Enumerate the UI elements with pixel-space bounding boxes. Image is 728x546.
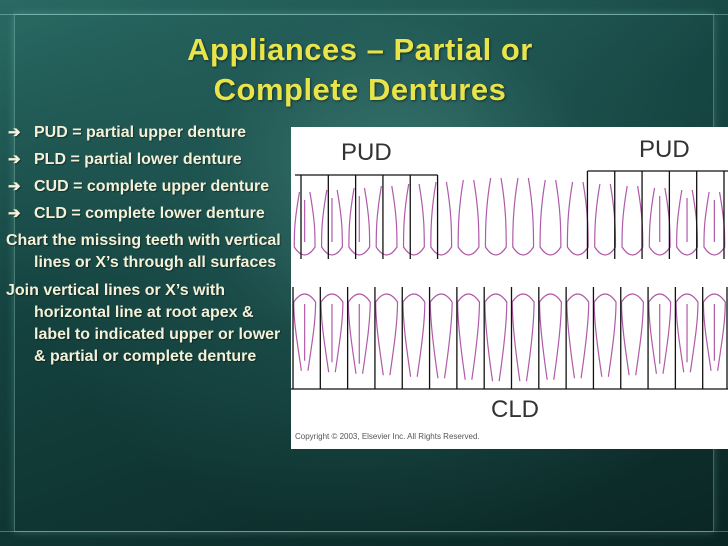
lower-tooth-outline xyxy=(702,293,726,371)
upper-teeth-row xyxy=(293,177,726,256)
bullet-list: ➔ PUD = partial upper denture ➔ PLD = pa… xyxy=(6,122,288,374)
lower-tooth-outline xyxy=(593,293,617,377)
lower-tooth-outline xyxy=(457,293,481,380)
slide-title: Appliances – Partial or Complete Denture… xyxy=(100,30,620,110)
label-pud-left: PUD xyxy=(341,139,392,166)
bullet-item: ➔ PUD = partial upper denture xyxy=(6,122,288,144)
upper-tooth-outline xyxy=(293,191,316,256)
lower-tooth-outline xyxy=(648,293,672,374)
bullet-item: ➔ CUD = complete upper denture xyxy=(6,176,288,198)
upper-tooth-outline xyxy=(484,177,507,256)
chart-markings xyxy=(291,170,728,390)
arrow-icon: ➔ xyxy=(8,151,21,168)
instruction-paragraph: Chart the missing teeth with vertical li… xyxy=(6,232,281,271)
lower-tooth-outline xyxy=(347,293,371,374)
instruction-paragraph: Join vertical lines or X’s with horizont… xyxy=(6,282,281,365)
dental-chart-drawing: PUD PUD CLD Copyright © 2003, Elsevier I… xyxy=(291,136,728,441)
lower-tooth-outline xyxy=(538,293,562,380)
upper-tooth-outline xyxy=(594,183,617,256)
upper-tooth-outline xyxy=(512,177,535,256)
lower-tooth-outline xyxy=(402,293,426,377)
upper-tooth-outline xyxy=(320,189,343,256)
bullet-text: PLD = partial lower denture xyxy=(34,151,242,168)
label-cld: CLD xyxy=(491,396,539,423)
lower-tooth-outline xyxy=(375,293,399,376)
arrow-icon: ➔ xyxy=(8,178,21,195)
upper-tooth-outline xyxy=(402,183,425,256)
lower-teeth-row xyxy=(293,293,726,382)
top-rule xyxy=(0,14,728,15)
lower-tooth-outline xyxy=(484,293,508,382)
lower-tooth-outline xyxy=(320,293,344,373)
upper-tooth-outline xyxy=(457,179,480,256)
title-line-1: Appliances – Partial or xyxy=(187,32,533,67)
bullet-item: ➔ PLD = partial lower denture xyxy=(6,149,288,171)
bullet-item: ➔ CLD = complete lower denture xyxy=(6,203,288,225)
lower-tooth-outline xyxy=(620,293,644,376)
dental-chart-image: PUD PUD CLD Copyright © 2003, Elsevier I… xyxy=(291,127,728,449)
lower-tooth-outline xyxy=(566,293,590,379)
arrow-icon: ➔ xyxy=(8,205,21,222)
copyright-text: Copyright © 2003, Elsevier Inc. All Righ… xyxy=(295,432,480,441)
upper-tooth-outline xyxy=(430,181,453,256)
upper-tooth-outline xyxy=(621,185,644,256)
label-pud-right: PUD xyxy=(639,136,690,163)
bullet-text: CUD = complete upper denture xyxy=(34,178,270,195)
lower-tooth-outline xyxy=(511,293,535,382)
lower-tooth-outline xyxy=(429,293,453,379)
bottom-rule xyxy=(0,531,728,532)
lower-tooth-outline xyxy=(293,293,317,371)
bullet-text: CLD = complete lower denture xyxy=(34,205,265,222)
upper-tooth-outline xyxy=(539,179,562,256)
bullet-text: PUD = partial upper denture xyxy=(34,124,247,141)
upper-tooth-outline xyxy=(375,185,398,256)
lower-tooth-outline xyxy=(675,293,699,373)
upper-tooth-outline xyxy=(566,181,589,256)
title-line-2: Complete Dentures xyxy=(213,72,507,107)
arrow-icon: ➔ xyxy=(8,124,21,141)
upper-tooth-outline xyxy=(348,187,371,256)
